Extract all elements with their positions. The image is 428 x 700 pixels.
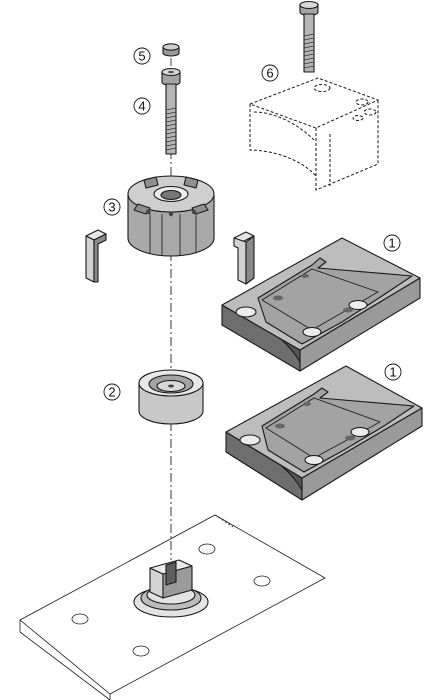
callout-5: 5 (133, 47, 151, 65)
insert-bushing (138, 369, 204, 425)
svg-text:1: 1 (389, 365, 396, 380)
cap (162, 43, 180, 66)
block-screw (299, 0, 319, 73)
svg-text:5: 5 (138, 49, 145, 64)
svg-text:2: 2 (108, 385, 115, 400)
svg-text:4: 4 (138, 99, 145, 114)
screw-thread (165, 107, 177, 151)
svg-text:1: 1 (388, 236, 395, 251)
plate-hole (253, 575, 271, 587)
callout-1-upper: 1 (383, 234, 401, 252)
callout-2: 2 (103, 383, 121, 401)
callout-6: 6 (261, 64, 279, 82)
plate-hole (198, 543, 216, 555)
base-plate (19, 514, 326, 700)
side-clip-right (233, 231, 255, 285)
spindle-post (133, 559, 209, 618)
callout-4: 4 (133, 97, 151, 115)
screw (161, 67, 181, 155)
optional-block (248, 77, 380, 191)
clamp-nut (127, 175, 215, 257)
svg-text:6: 6 (266, 66, 273, 81)
callout-3: 3 (103, 198, 121, 216)
callout-1-lower: 1 (384, 363, 402, 381)
svg-text:3: 3 (108, 200, 115, 215)
plate-hole (71, 613, 89, 625)
plate-hole (132, 645, 150, 657)
mounting-plate-lower (225, 365, 423, 501)
mounting-plate-upper (221, 237, 421, 372)
side-clip-left (85, 229, 107, 283)
